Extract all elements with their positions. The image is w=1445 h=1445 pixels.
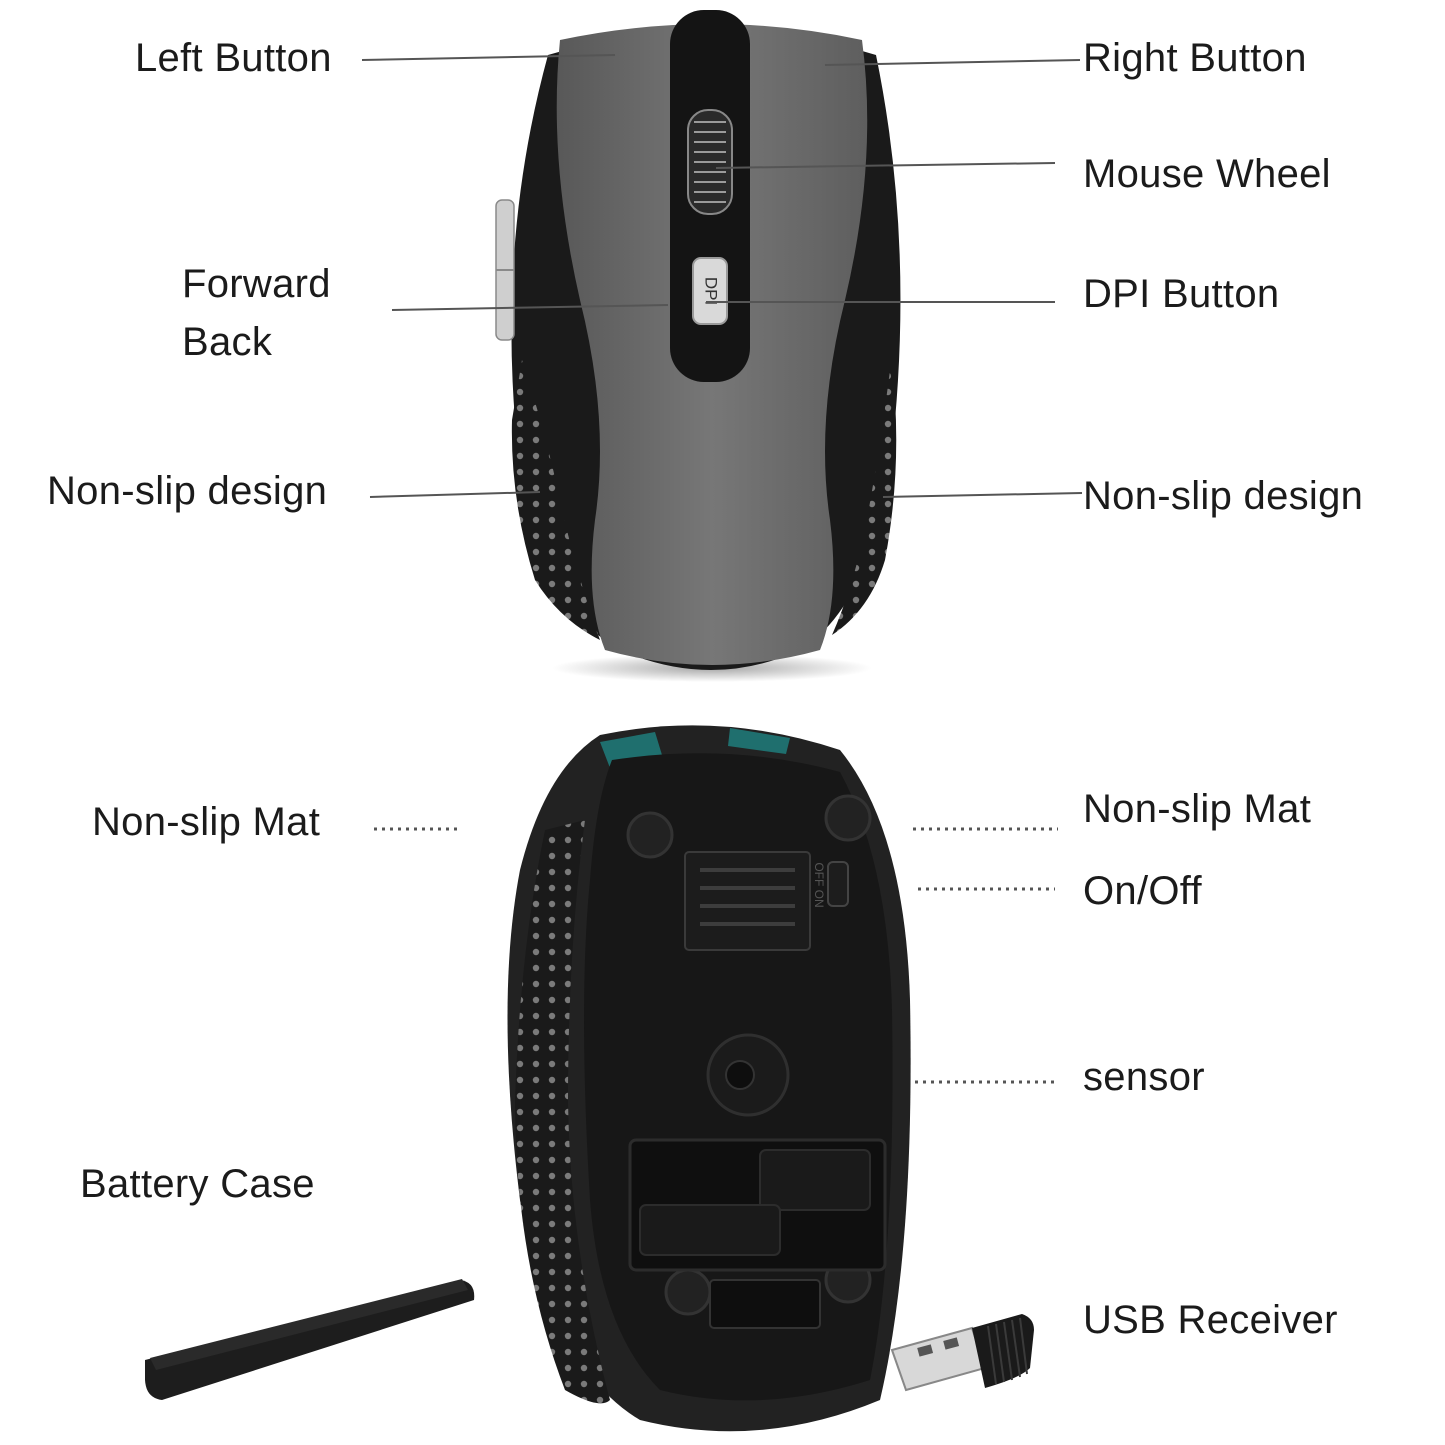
foot-top-left [626, 811, 674, 859]
teal-accent [600, 732, 662, 768]
dpi-button [692, 257, 728, 325]
label-non-slip-right: Non-slip design [1083, 474, 1364, 518]
dpi-mark: DPI [702, 277, 721, 305]
mouse-top-view: DPI [495, 10, 901, 682]
label-mouse-wheel: Mouse Wheel [1083, 152, 1331, 196]
label-left-button: Left Button [135, 36, 332, 80]
label-battery-case: Battery Case [80, 1162, 315, 1206]
label-non-slip-mat-left: Non-slip Mat [92, 800, 321, 844]
label-back: Back [182, 320, 273, 364]
side-grip-left [511, 360, 600, 640]
label-sensor: sensor [1083, 1055, 1205, 1099]
label-on-off: On/Off [1083, 869, 1202, 913]
label-dpi-button: DPI Button [1083, 272, 1280, 316]
label-right-button: Right Button [1083, 36, 1307, 80]
receiver-slot [709, 1279, 821, 1329]
label-usb-receiver: USB Receiver [1083, 1298, 1338, 1342]
label-forward: Forward [182, 262, 331, 306]
rating-label [684, 851, 811, 951]
leader-right-button [824, 59, 1081, 66]
bottom-side-grip [515, 820, 610, 1404]
leader-lines [361, 54, 1083, 498]
switch-mark: OFF ON [812, 862, 826, 907]
usb-receiver [890, 1314, 1034, 1392]
leader-left-button [361, 54, 616, 61]
leader-non-slip-left [369, 491, 541, 498]
leader-forward-back [391, 304, 669, 311]
leader-non-slip-right [882, 492, 1083, 498]
foot-bottom-left [664, 1268, 712, 1316]
label-non-slip-mat-right: Non-slip Mat [1083, 787, 1312, 831]
battery-cover [145, 1279, 475, 1400]
dotted-leader-lines [374, 827, 1058, 1084]
teal-accent-right [728, 728, 790, 754]
leader-mouse-wheel [715, 162, 1056, 169]
mouse-bottom-view: OFF ON [507, 725, 911, 1432]
label-non-slip-left: Non-slip design [47, 469, 328, 513]
foot-top-right [824, 794, 872, 842]
on-off-switch [827, 861, 849, 907]
side-grip-right [832, 370, 897, 635]
